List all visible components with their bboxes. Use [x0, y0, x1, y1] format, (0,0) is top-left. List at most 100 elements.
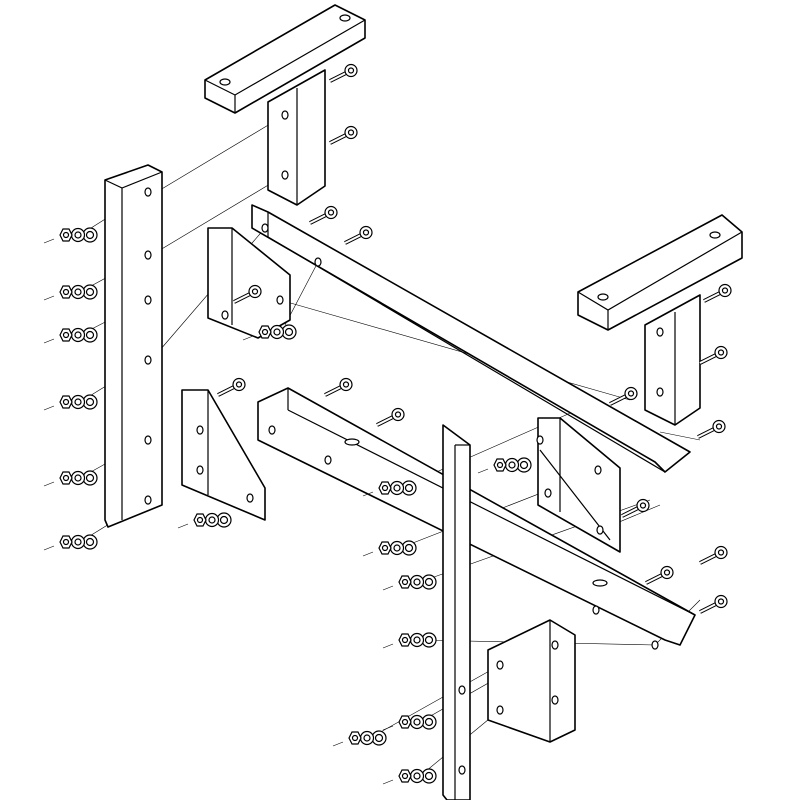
guide-line — [159, 174, 286, 251]
washer-hole — [404, 483, 414, 493]
guide-line — [43, 405, 55, 411]
nut-hole — [62, 398, 70, 406]
nut-washer-stack — [43, 394, 98, 411]
nut-hole — [62, 474, 70, 482]
guide-line — [382, 725, 394, 731]
hole — [221, 310, 229, 320]
bolt-shank-fill — [699, 553, 719, 564]
nut-washer-stack — [477, 457, 532, 474]
hole — [261, 223, 269, 233]
hole — [551, 695, 559, 705]
nut-hole — [381, 544, 389, 552]
lock-washer-hole — [393, 484, 401, 492]
hole — [458, 685, 466, 695]
lock-washer-hole — [74, 231, 82, 239]
bolt-head-recess — [627, 390, 635, 397]
nut-hole — [351, 734, 359, 742]
nut-washer-stack — [382, 632, 437, 649]
lock-washer-hole — [74, 331, 82, 339]
washer-hole — [85, 473, 95, 483]
nut-hole — [401, 636, 409, 644]
bolt — [645, 565, 674, 585]
hole — [656, 387, 664, 397]
bolt — [376, 407, 405, 427]
bolt-shank-fill — [609, 394, 629, 405]
hole — [314, 257, 322, 267]
bolt-head-recess — [235, 381, 243, 388]
hole — [144, 187, 152, 197]
lock-washer-hole — [208, 516, 216, 524]
bolt-head-recess — [717, 598, 725, 605]
hole — [281, 110, 289, 120]
vertical-angle-center — [442, 424, 471, 800]
nut-hole — [62, 331, 70, 339]
nut-hole — [401, 718, 409, 726]
bolt — [344, 225, 373, 245]
lower-beam — [257, 387, 696, 646]
guide-line — [43, 238, 55, 244]
gusset-right — [537, 417, 621, 553]
nut-washer-stack — [242, 324, 297, 341]
washer-hole — [424, 771, 434, 781]
nut-hole — [381, 484, 389, 492]
washer-hole — [85, 330, 95, 340]
nut-washer-stack — [362, 480, 417, 497]
hole — [656, 327, 664, 337]
bolt-shank-fill — [329, 133, 349, 144]
hole — [144, 355, 152, 365]
bolt-shank-fill — [621, 506, 641, 517]
hole — [596, 525, 604, 535]
hole — [281, 170, 289, 180]
washer-hole — [85, 230, 95, 240]
nut-hole — [196, 516, 204, 524]
gusset-left — [181, 389, 266, 521]
nut-hole — [496, 461, 504, 469]
bolt-head-recess — [362, 229, 370, 236]
hole — [536, 435, 544, 445]
lock-washer-hole — [74, 398, 82, 406]
bolt — [699, 345, 728, 365]
nut-washer-stack — [332, 730, 387, 747]
nut-washer-stack — [382, 714, 437, 731]
bolt-head-recess — [663, 569, 671, 576]
bolt-head-recess — [717, 349, 725, 356]
washer-hole — [424, 577, 434, 587]
bolt-shank-fill — [376, 415, 396, 426]
guide-line — [382, 643, 394, 649]
bolt-head-recess — [394, 411, 402, 418]
hole — [458, 765, 466, 775]
nut-hole — [62, 231, 70, 239]
nut-hole — [401, 772, 409, 780]
hole — [324, 455, 332, 465]
hole — [594, 465, 602, 475]
hardware — [43, 63, 732, 785]
nut-hole — [62, 538, 70, 546]
guide-line — [332, 741, 344, 747]
bolt — [699, 545, 728, 565]
hole — [496, 660, 504, 670]
guide-line — [382, 779, 394, 785]
bolt — [233, 284, 262, 304]
guide-line — [43, 295, 55, 301]
nut-washer-stack — [43, 327, 98, 344]
bolt-shank-fill — [324, 385, 344, 396]
bolt — [309, 205, 338, 225]
washer-hole — [519, 460, 529, 470]
bolt-head-recess — [715, 423, 723, 430]
bolt-head-recess — [721, 287, 729, 294]
bolt-head-recess — [251, 288, 259, 295]
nut-washer-stack — [43, 284, 98, 301]
nut-washer-stack — [362, 540, 417, 557]
nut-washer-stack — [43, 534, 98, 551]
washer-hole — [284, 327, 294, 337]
lock-washer-hole — [74, 288, 82, 296]
washer-hole — [424, 635, 434, 645]
lock-washer-hole — [74, 474, 82, 482]
washer-hole — [424, 717, 434, 727]
bolt-shank-fill — [699, 602, 719, 613]
guide-line — [242, 335, 254, 341]
washer-hole — [404, 543, 414, 553]
nut-washer-stack — [43, 227, 98, 244]
vertical-angle-left — [104, 164, 163, 528]
